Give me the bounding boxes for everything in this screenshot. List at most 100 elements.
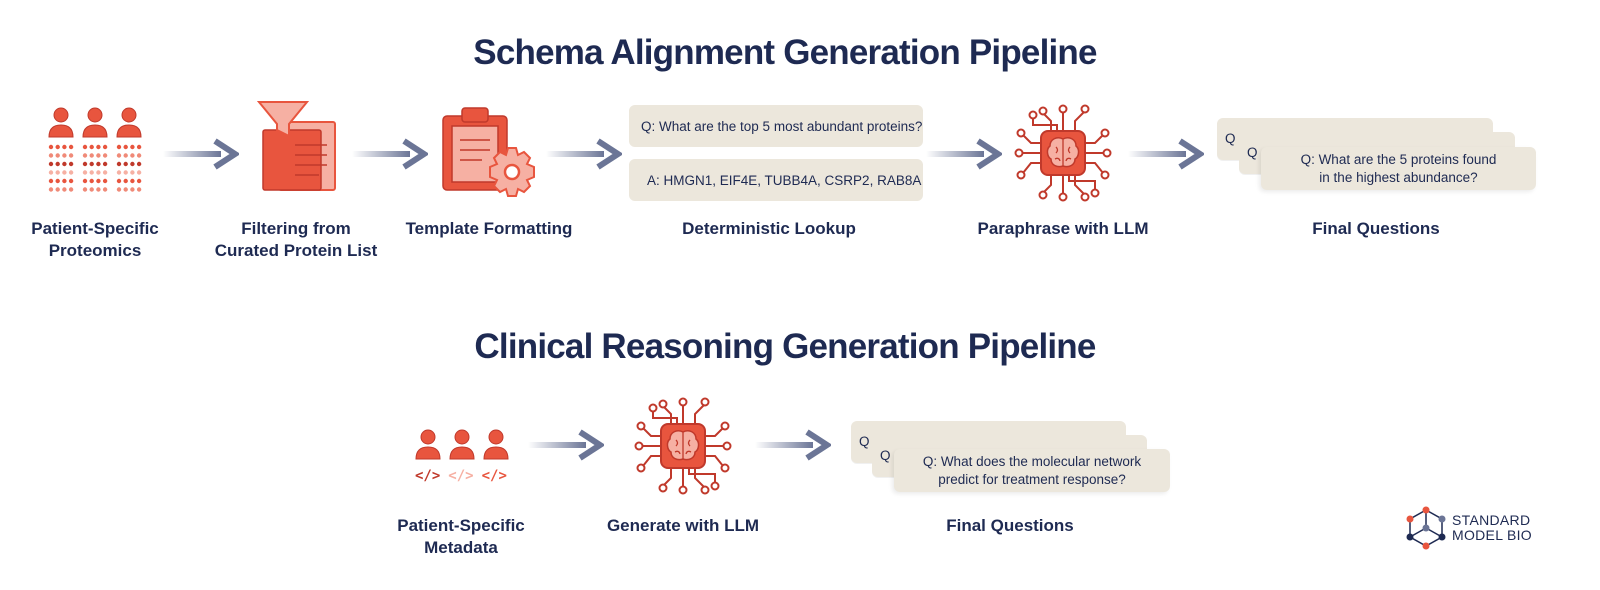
proteomics-dot — [96, 178, 101, 184]
step-label-lookup: Deterministic Lookup — [682, 219, 856, 238]
proteomics-dot — [102, 187, 108, 192]
final-question-line-1: Q: What are the 5 proteins found — [1300, 151, 1497, 167]
proteomics-dot — [116, 178, 122, 184]
proteomics-dot — [96, 153, 101, 158]
flow-arrow — [163, 138, 239, 170]
proteomics-dot — [102, 178, 108, 184]
proteomics-dot — [136, 170, 142, 175]
proteomics-dot — [136, 161, 142, 167]
standard-model-bio-logo: STANDARD MODEL BIO — [1406, 506, 1532, 550]
proteomics-dot — [48, 170, 54, 175]
final-question-line-2: in the highest abundance? — [1319, 169, 1478, 185]
filter-documents-icon — [256, 101, 336, 191]
proteomics-dot — [48, 161, 54, 167]
brain-chip-icon — [634, 397, 732, 495]
lookup-answer-card: A: HMGN1, EIF4E, TUBB4A, CSRP2, RAB8A — [629, 159, 923, 201]
proteomics-dot — [55, 144, 60, 150]
proteomics-dot — [102, 144, 108, 150]
proteomics-dot — [55, 178, 60, 184]
molecule-logo-icon — [1406, 506, 1446, 550]
proteomics-dot — [82, 187, 88, 192]
proteomics-dot — [136, 178, 142, 184]
final-question-card: Q: What does the molecular network predi… — [894, 449, 1170, 492]
patients-metadata-icon — [415, 429, 509, 460]
proteomics-dot — [136, 153, 142, 158]
proteomics-dot — [48, 178, 54, 184]
proteomics-dot — [130, 161, 135, 167]
code-tag: </> — [448, 468, 474, 484]
step-label-final-questions: Final Questions — [946, 516, 1074, 535]
proteomics-dot — [48, 153, 54, 158]
proteomics-dot — [96, 187, 101, 192]
proteomics-dot — [116, 161, 122, 167]
lookup-answer-text: A: HMGN1, EIF4E, TUBB4A, CSRP2, RAB8A — [647, 172, 922, 188]
code-tag: </> — [415, 468, 441, 484]
proteomics-dot — [130, 178, 135, 184]
proteomics-dot — [55, 161, 60, 167]
proteomics-dot — [136, 187, 142, 192]
step-label-final-questions: Final Questions — [1312, 219, 1440, 238]
code-tag: </> — [481, 468, 507, 484]
proteomics-dot — [68, 161, 74, 167]
proteomics-dot — [62, 144, 67, 150]
proteomics-dot — [62, 161, 67, 167]
proteomics-dot — [62, 153, 67, 158]
proteomics-dot — [55, 170, 60, 175]
proteomics-dot — [55, 187, 60, 192]
step-label-generate: Generate with LLM — [606, 516, 760, 535]
question-card-middle-text: Q — [1247, 145, 1258, 160]
proteomics-dot — [96, 170, 101, 175]
proteomics-dot — [116, 153, 122, 158]
proteomics-dot — [82, 178, 88, 184]
patients-proteomics-icon — [48, 107, 142, 192]
question-card-back-text: Q — [1225, 131, 1236, 146]
proteomics-dot — [130, 144, 135, 150]
flow-arrow — [528, 429, 604, 461]
logo-line-2: MODEL BIO — [1452, 527, 1532, 543]
proteomics-dot — [130, 170, 135, 175]
proteomics-dot — [123, 170, 128, 175]
proteomics-dot — [102, 170, 108, 175]
clipboard-gear-icon — [442, 107, 535, 197]
proteomics-dot — [68, 170, 74, 175]
flow-arrow — [755, 429, 831, 461]
proteomics-dot — [48, 187, 54, 192]
proteomics-dot — [62, 170, 67, 175]
step-label-template: Template Formatting — [405, 219, 573, 238]
proteomics-dot — [116, 170, 122, 175]
flow-arrow — [352, 138, 428, 170]
proteomics-dot — [130, 153, 135, 158]
final-question-line-2: predict for treatment response? — [938, 471, 1126, 487]
schema-pipeline-title: Schema Alignment Generation Pipeline — [473, 33, 1097, 72]
question-card-back-text: Q — [859, 434, 870, 449]
proteomics-dot — [123, 178, 128, 184]
proteomics-dot — [96, 161, 101, 167]
code-tag-row: </> </> </> — [415, 468, 507, 484]
final-question-line-1: Q: What does the molecular network — [922, 453, 1142, 469]
proteomics-dot — [102, 153, 108, 158]
proteomics-dot — [89, 153, 94, 158]
proteomics-dot — [62, 178, 67, 184]
final-question-card: Q: What are the 5 proteins found in the … — [1261, 147, 1536, 190]
proteomics-dot — [89, 170, 94, 175]
logo-line-1: STANDARD — [1452, 512, 1531, 528]
flow-arrow — [546, 138, 622, 170]
proteomics-dot — [123, 153, 128, 158]
proteomics-dot — [123, 144, 128, 150]
lookup-question-card: Q: What are the top 5 most abundant prot… — [629, 105, 923, 147]
question-card-middle-text: Q — [880, 448, 891, 463]
proteomics-dot — [89, 144, 94, 150]
proteomics-dot — [123, 161, 128, 167]
proteomics-dot — [68, 153, 74, 158]
flow-arrow — [1128, 138, 1204, 170]
proteomics-dot — [130, 187, 135, 192]
brain-chip-icon — [1014, 104, 1112, 202]
proteomics-dot — [136, 144, 142, 150]
clinical-pipeline-title: Clinical Reasoning Generation Pipeline — [474, 327, 1096, 366]
proteomics-dot — [82, 170, 88, 175]
proteomics-dot — [68, 144, 74, 150]
proteomics-dot — [123, 187, 128, 192]
